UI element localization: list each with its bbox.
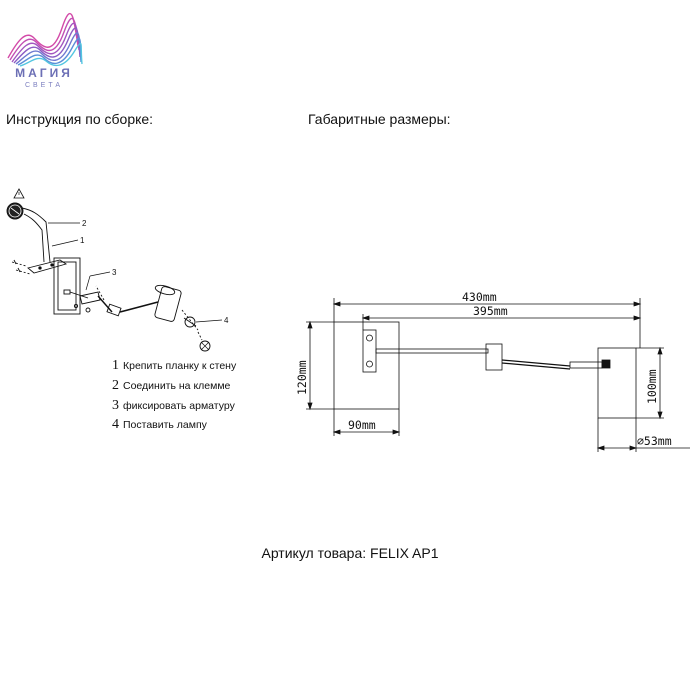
step-number: 4 bbox=[112, 417, 119, 432]
callout-2: 2 bbox=[82, 219, 87, 228]
step-number: 2 bbox=[112, 378, 119, 393]
assembly-step: 4 Поставить лампу bbox=[112, 417, 207, 433]
product-article: Артикул товара: FELIX AP1 bbox=[261, 545, 439, 561]
dim-base-height: 120mm bbox=[295, 360, 309, 395]
step-text: Соединить на клемме bbox=[123, 380, 231, 392]
assembly-step: 3 фиксировать арматуру bbox=[112, 398, 235, 414]
dim-base-width: 90mm bbox=[348, 418, 376, 432]
callout-3: 3 bbox=[112, 268, 117, 277]
light-bulb-icon bbox=[197, 331, 211, 352]
lamp-arm bbox=[375, 348, 489, 354]
callout-leader-4 bbox=[195, 319, 223, 323]
wall-base bbox=[333, 321, 400, 410]
step-text: Поставить лампу bbox=[123, 419, 207, 431]
wall-plate bbox=[53, 257, 81, 315]
assembly-heading: Инструкция по сборке: bbox=[6, 111, 154, 127]
dimension-drawing bbox=[306, 298, 690, 452]
brand-tagline: СВЕТА bbox=[24, 82, 64, 89]
callout-leader-1 bbox=[51, 239, 79, 247]
lamp-shade-drawing bbox=[154, 284, 197, 328]
callout-leader-3 bbox=[89, 271, 111, 277]
assembly-drawing bbox=[6, 188, 223, 352]
assembly-step: 2 Соединить на клемме bbox=[112, 378, 230, 394]
callout-4: 4 bbox=[224, 316, 229, 325]
dim-shade-diameter: ⌀53mm bbox=[637, 434, 672, 448]
callout-1: 1 bbox=[80, 236, 85, 245]
dim-arm-length: 395mm bbox=[473, 304, 508, 318]
step-text: фиксировать арматуру bbox=[123, 400, 235, 412]
step-number: 1 bbox=[112, 358, 119, 373]
dimensions-heading: Габаритные размеры: bbox=[308, 111, 451, 127]
assembly-step: 1 Крепить планку к стену bbox=[112, 358, 236, 374]
mounting-strip bbox=[27, 259, 68, 274]
brand-name: МАГИЯ bbox=[15, 66, 73, 80]
step-number: 3 bbox=[112, 398, 119, 413]
warning-triangle-icon bbox=[13, 188, 25, 199]
dim-overall-length: 430mm bbox=[462, 290, 497, 304]
screw-icon bbox=[63, 289, 89, 299]
dim-shade-height: 100mm bbox=[645, 369, 659, 404]
lamp-shade bbox=[597, 347, 637, 419]
step-text: Крепить планку к стену bbox=[123, 360, 237, 372]
brand-logo-mark bbox=[7, 12, 83, 67]
